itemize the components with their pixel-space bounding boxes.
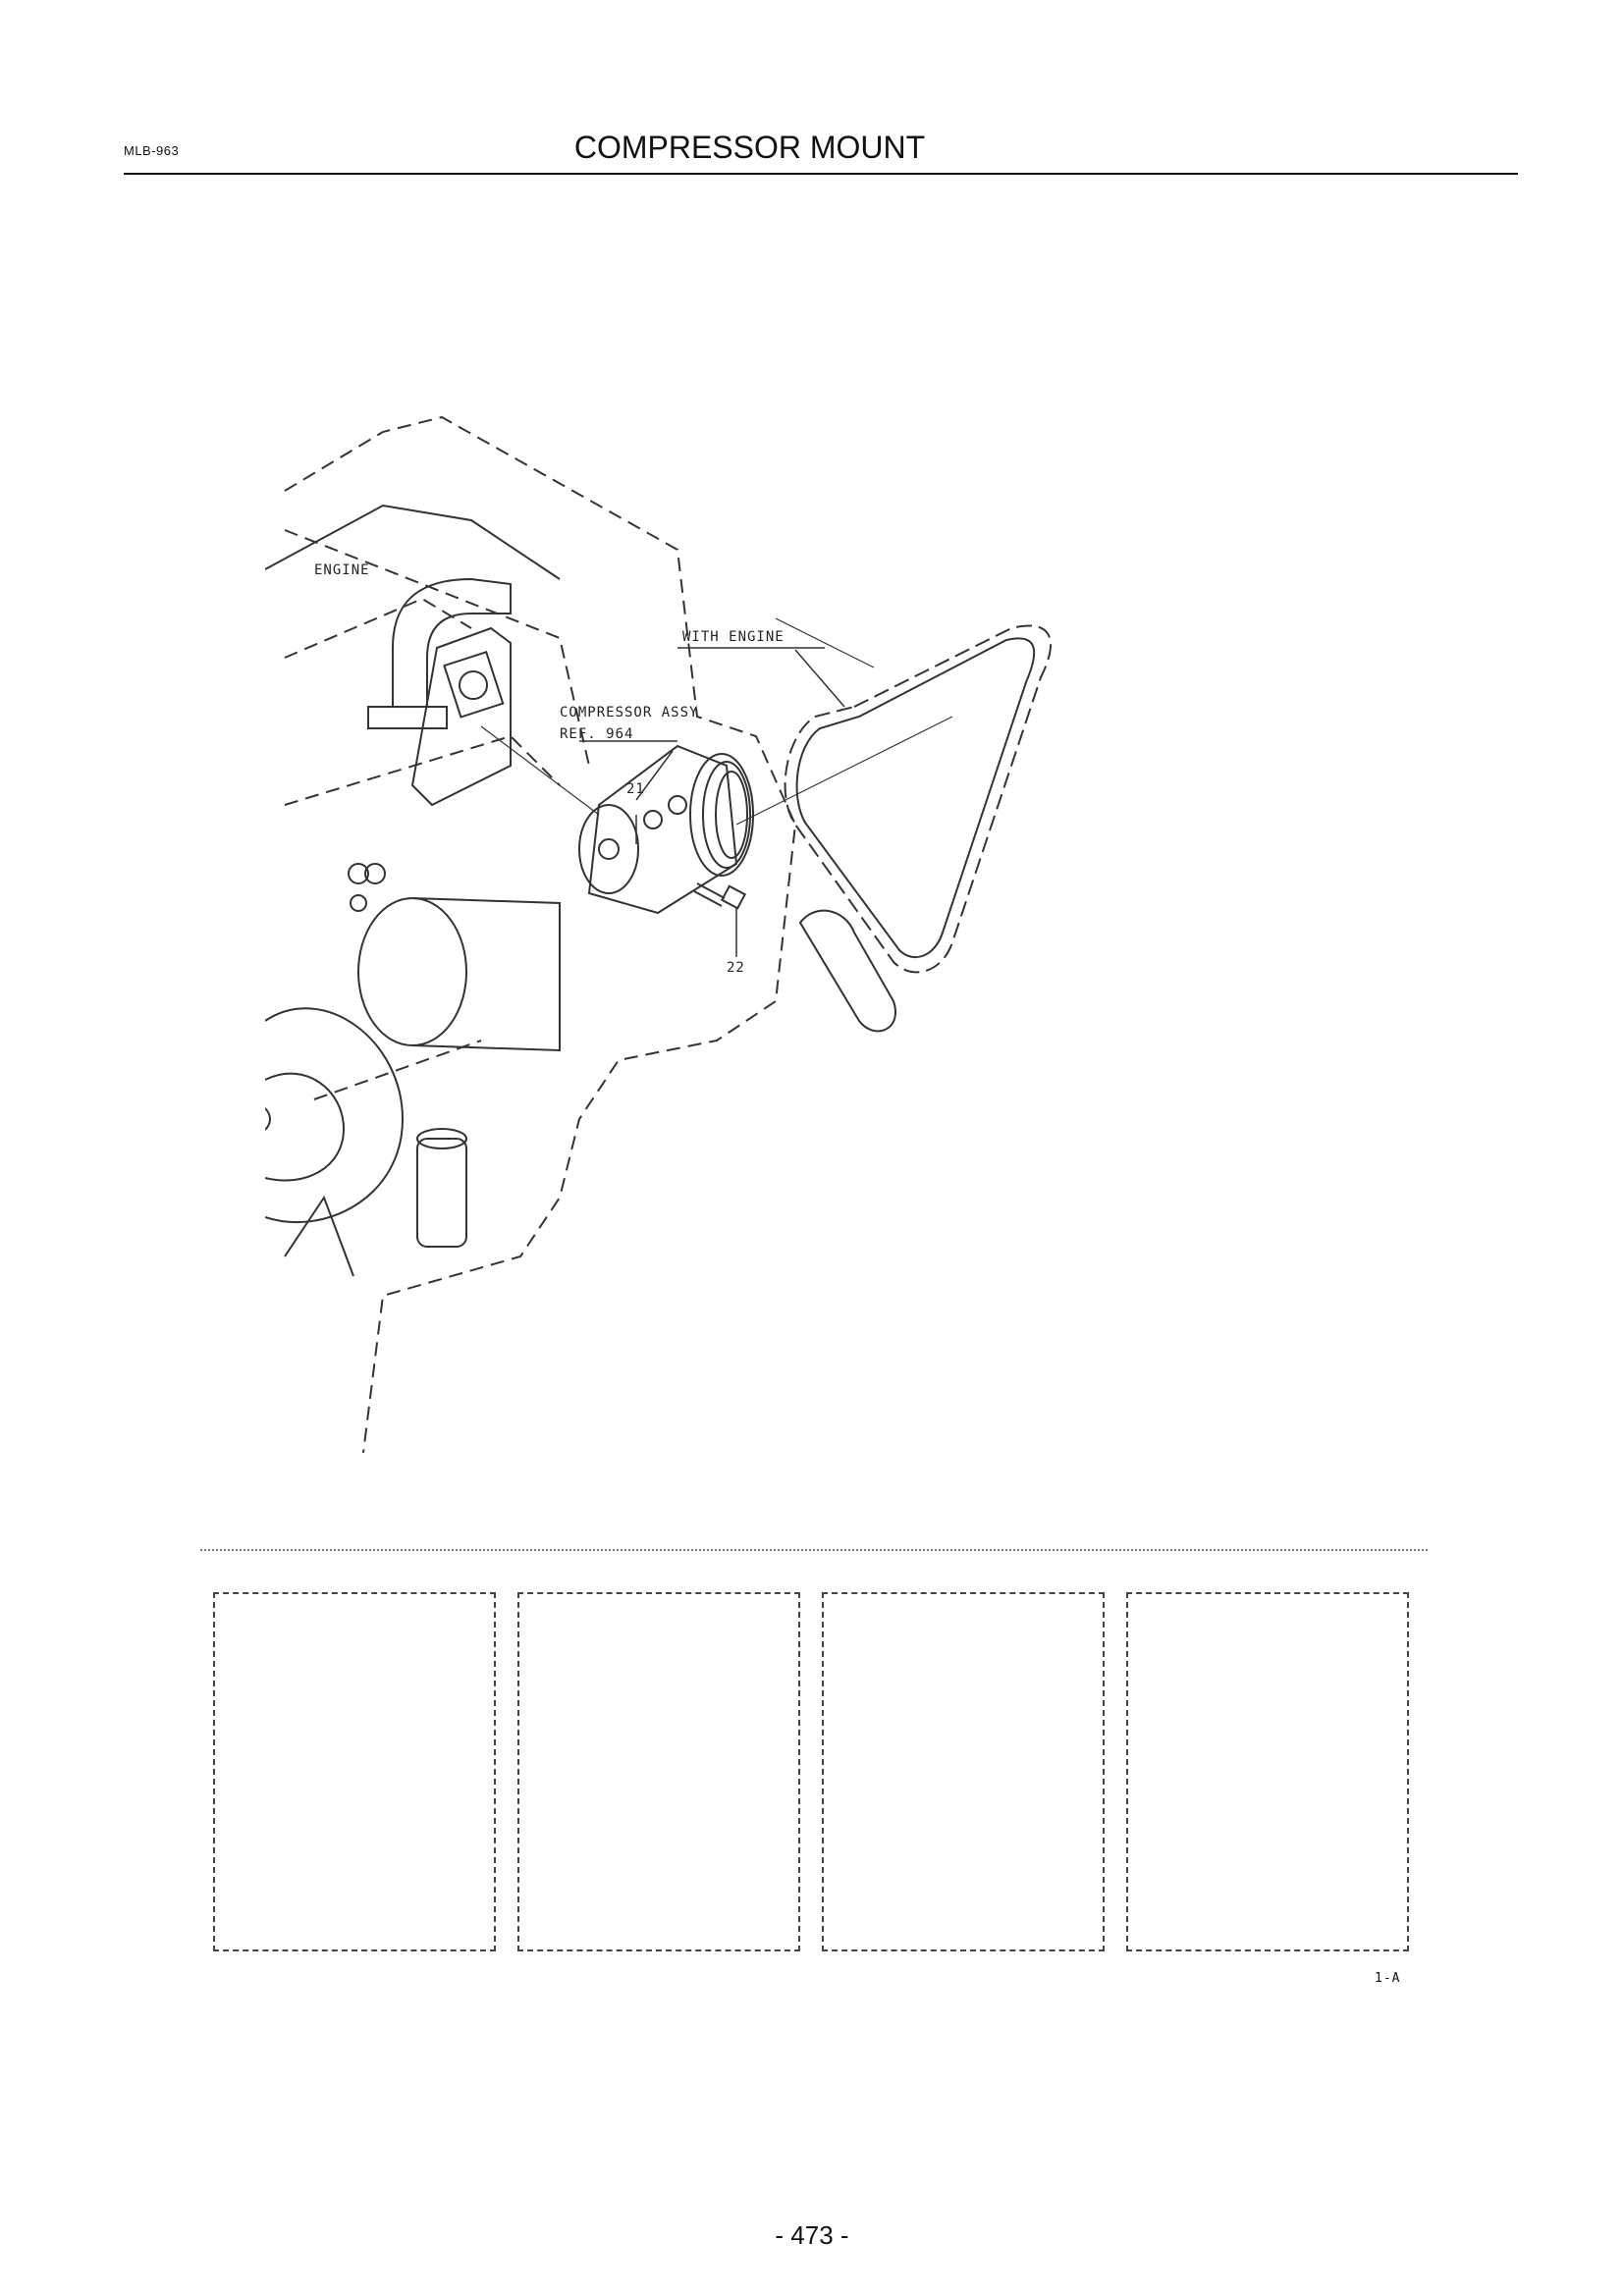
drive-belt-inner <box>795 637 1036 959</box>
callout-22: 22 <box>727 960 745 976</box>
bolt-head <box>720 884 747 910</box>
compressor-clutch-pulley <box>689 753 754 877</box>
fuel-filter-cap <box>416 1128 467 1149</box>
drive-belt-loop <box>798 909 896 1033</box>
compressor-assy-label: COMPRESSOR ASSY <box>560 705 698 721</box>
bolt-hole <box>459 670 488 700</box>
intake-elbow <box>392 577 512 708</box>
compressor-port <box>668 795 687 815</box>
compressor-assembly <box>578 744 754 915</box>
engine-lower-edge <box>284 734 561 806</box>
bracket-plate <box>443 651 505 719</box>
ref-label: REF. 964 <box>560 726 633 742</box>
assembly-guide-line <box>775 617 875 668</box>
legend-box-3 <box>822 1592 1105 1951</box>
bolt-shank <box>693 890 723 907</box>
doc-code: MLB-963 <box>124 143 180 158</box>
mounting-bracket <box>410 626 512 807</box>
compressor-mount-diagram: ENGINE WITH ENGINE COMPRESSOR ASSY REF. … <box>220 412 1345 1463</box>
title-rule <box>124 173 1518 175</box>
engine-bottom-edge <box>313 1040 482 1100</box>
intake-flange <box>367 706 448 729</box>
page-number: - 473 - <box>775 2220 849 2250</box>
with-engine-leader <box>794 649 845 708</box>
fuel-filter <box>416 1138 467 1248</box>
assembly-guide-line <box>735 716 953 826</box>
drive-belt-outer <box>784 624 1052 974</box>
compressor-port <box>643 810 663 829</box>
compressor-port <box>598 838 620 860</box>
oil-filter <box>357 897 467 1046</box>
engine-block-outline <box>284 415 797 1454</box>
turbo-housing <box>264 1007 405 1224</box>
compressor-assy-leader <box>635 750 674 801</box>
page-title: COMPRESSOR MOUNT <box>573 130 926 165</box>
engine-label: ENGINE <box>314 562 370 578</box>
bolt-hole <box>348 863 369 884</box>
turbo-plug <box>220 1100 271 1138</box>
bolt-shank <box>696 882 726 899</box>
turbo-inlet <box>264 1072 346 1182</box>
bolt-hole <box>350 894 367 912</box>
oil-filter-body <box>411 897 561 1052</box>
legend-box-1 <box>213 1592 496 1951</box>
hose-pipe <box>284 1195 354 1277</box>
compressor-pulley-groove <box>702 761 751 869</box>
sheet-code: 1-A <box>1375 1971 1401 1986</box>
bolt-hole <box>364 863 386 884</box>
dotted-separator <box>200 1549 1428 1551</box>
engine-side-edge <box>284 597 472 659</box>
bolt-22 <box>693 882 747 910</box>
legend-box-4 <box>1126 1592 1409 1951</box>
engine-top-edge <box>284 529 590 767</box>
compressor-pulley-groove <box>715 771 748 859</box>
engine-top-plate <box>264 504 561 580</box>
callout-21: 21 <box>626 781 645 797</box>
with-engine-label: WITH ENGINE <box>682 629 785 645</box>
assembly-guide-line <box>480 725 600 816</box>
legend-box-2 <box>517 1592 800 1951</box>
compressor-end-cap <box>578 804 639 894</box>
